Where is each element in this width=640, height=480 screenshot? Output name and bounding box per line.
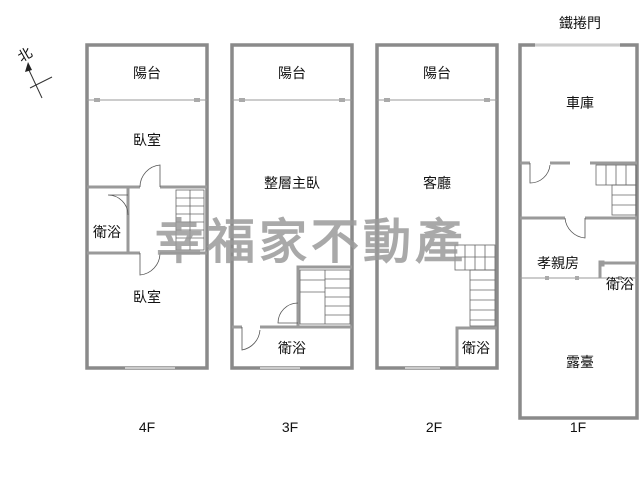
floor-plan-3f: 陽台 整層主臥 衛浴 xyxy=(230,43,354,370)
room-label: 整層主臥 xyxy=(264,176,320,192)
door-bedroom1-4f xyxy=(139,164,161,188)
door-bedroom2-4f xyxy=(139,252,161,276)
compass-crossbar xyxy=(29,76,53,89)
outer-wall-2f xyxy=(375,43,499,370)
floor-plan-4f: 陽台 臥室 衛浴 臥室 xyxy=(85,43,209,370)
room-label: 陽台 xyxy=(133,66,161,82)
entrance-label: 鐵捲門 xyxy=(559,15,601,32)
staircase-2f xyxy=(454,244,496,327)
door-garage-1f xyxy=(529,163,551,184)
room-label: 衛浴 xyxy=(462,341,490,357)
floor-plan-2f: 陽台 客廳 衛浴 xyxy=(375,43,499,370)
room-label: 客廳 xyxy=(423,175,451,192)
door-bedroom-1f xyxy=(564,217,586,239)
room-label: 孝親房 xyxy=(537,256,579,272)
door-bath-3f xyxy=(241,327,261,351)
compass-arrow-icon xyxy=(25,62,32,72)
floor-label-2f: 2F xyxy=(426,419,442,435)
room-label: 露臺 xyxy=(566,355,594,371)
north-compass: 北 xyxy=(15,45,53,99)
staircase-3f xyxy=(299,269,351,325)
floor-label-3f: 3F xyxy=(282,419,298,435)
room-label: 衛浴 xyxy=(93,225,121,241)
room-label: 陽台 xyxy=(278,66,306,82)
watermark: 幸福家不動產 xyxy=(155,214,467,270)
outer-wall-3f xyxy=(230,43,354,370)
room-label: 臥室 xyxy=(133,289,161,306)
compass-label: 北 xyxy=(15,45,35,66)
floor-plan-1f: 鐵捲門 孝親房 車庫 衛浴 露臺 xyxy=(518,15,639,420)
staircase-4f xyxy=(175,189,205,251)
door-bath-4f xyxy=(107,194,129,216)
room-label: 臥室 xyxy=(133,132,161,149)
door-stair-3f xyxy=(277,302,299,324)
compass-needle xyxy=(27,67,43,99)
room-label: 車庫 xyxy=(566,95,594,112)
floor-label-4f: 4F xyxy=(139,419,155,435)
staircase-1f xyxy=(595,164,637,216)
room-label: 衛浴 xyxy=(278,341,306,357)
floor-label-1f: 1F xyxy=(570,419,586,435)
outer-wall-4f xyxy=(85,43,209,370)
room-label: 陽台 xyxy=(423,66,451,82)
room-label: 衛浴 xyxy=(606,277,634,293)
